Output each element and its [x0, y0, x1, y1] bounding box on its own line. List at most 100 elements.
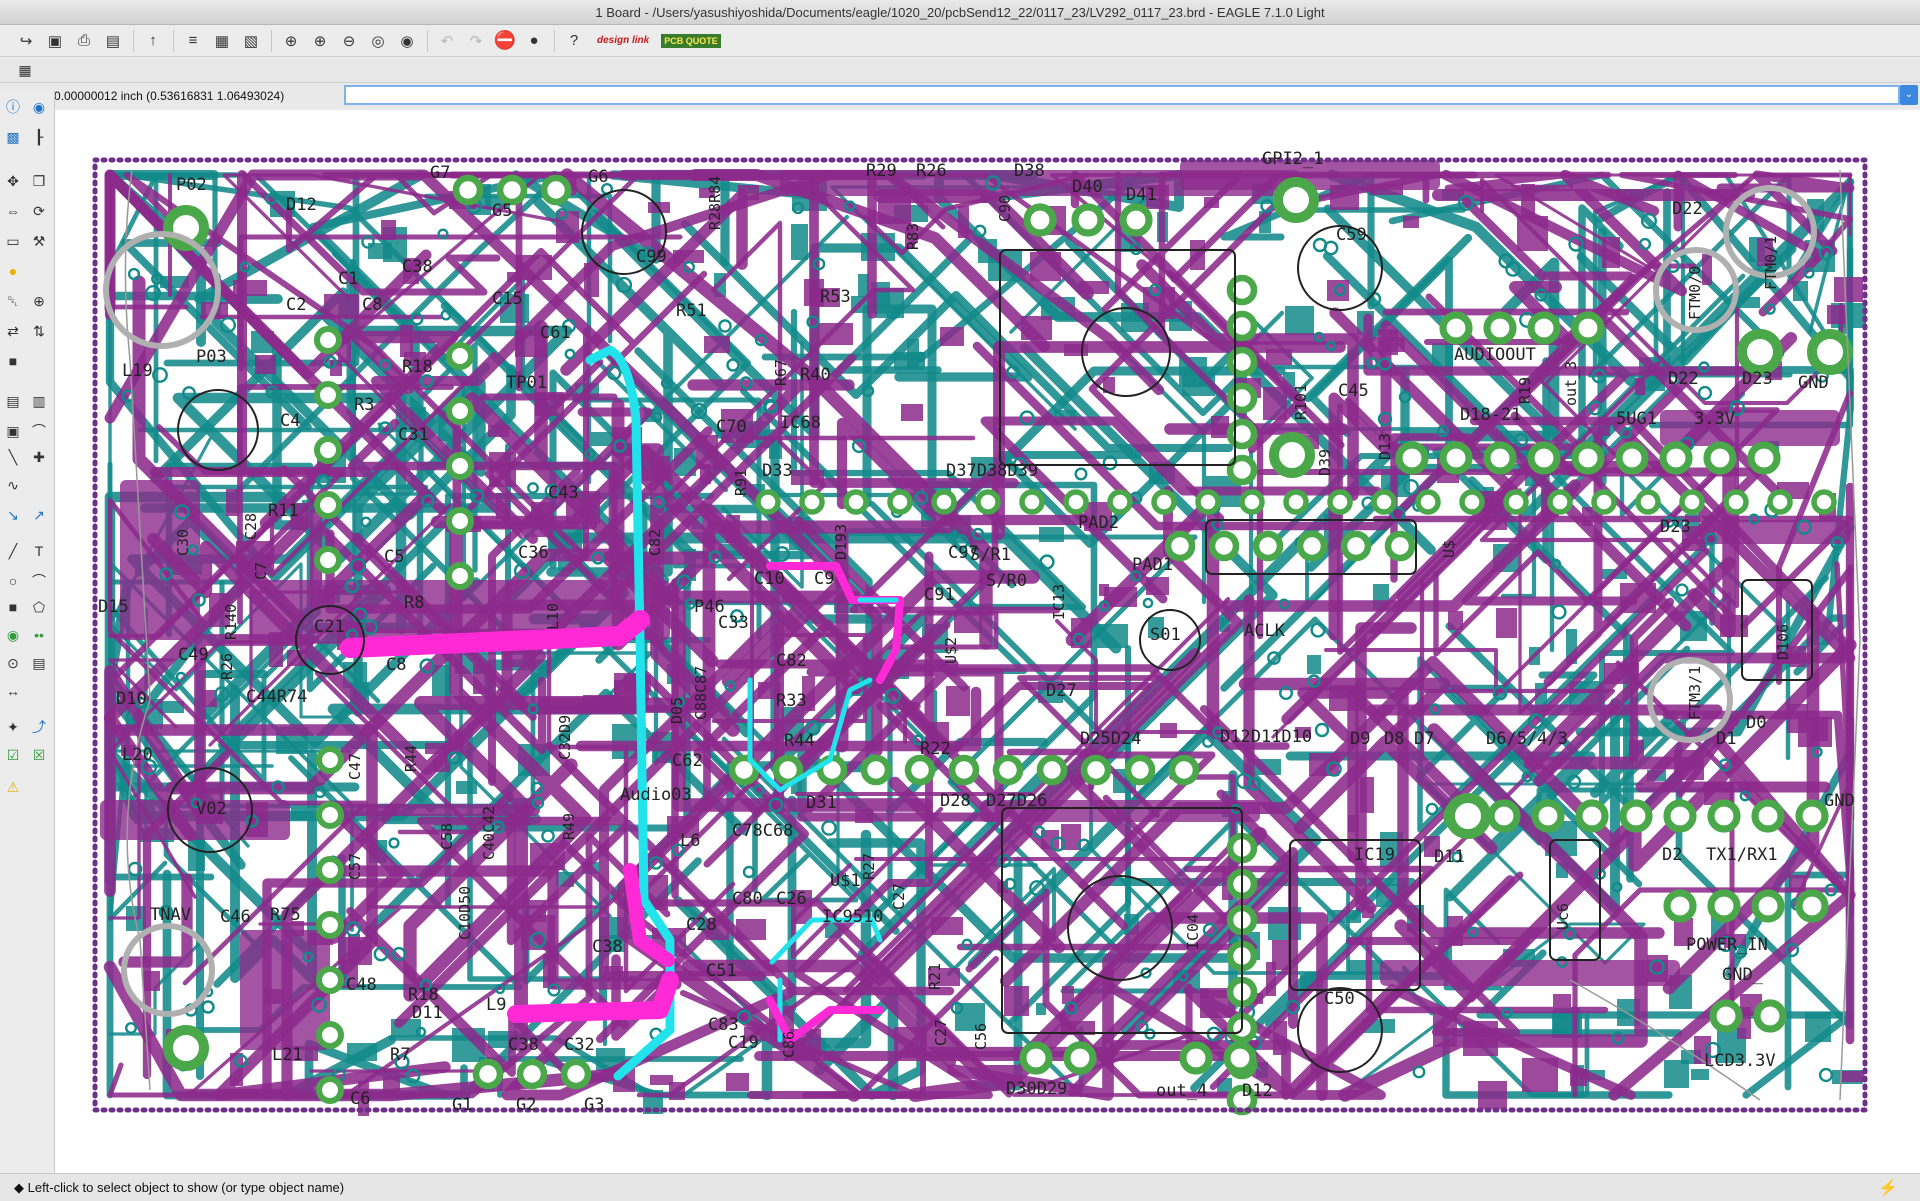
undo-icon[interactable]: ↶: [440, 32, 454, 50]
via: [1824, 883, 1838, 897]
go-icon[interactable]: ●: [529, 32, 539, 49]
mark-icon[interactable]: ┠: [34, 128, 44, 145]
save-icon[interactable]: ▣: [47, 32, 63, 50]
layers-icon[interactable]: ≡: [188, 32, 198, 49]
pad: [315, 855, 345, 885]
pad: [1023, 203, 1057, 237]
paste-icon[interactable]: ●: [8, 263, 18, 279]
top-smd-pad: [400, 325, 413, 357]
silk-label: L9: [486, 995, 506, 1015]
silk-label-vertical: R101: [1292, 384, 1310, 420]
print-icon[interactable]: ⎙: [77, 32, 90, 49]
silk-label-vertical: D05: [668, 697, 686, 724]
zoom-fit-icon[interactable]: ⊕: [284, 32, 298, 50]
header-pad: [1659, 441, 1693, 475]
pad: [313, 490, 343, 520]
via: [844, 200, 856, 212]
command-input[interactable]: [344, 85, 1900, 105]
lock-icon[interactable]: ■: [8, 353, 18, 369]
top-smd-pad: [928, 968, 960, 986]
command-history-dropdown[interactable]: ⌄: [1900, 85, 1918, 105]
move-icon[interactable]: ✥: [7, 172, 19, 189]
top-trace: [1676, 566, 1854, 798]
display-icon[interactable]: ▩: [6, 128, 20, 145]
ratsnest-icon[interactable]: ✦: [7, 718, 19, 735]
info-icon[interactable]: ⓘ: [6, 99, 20, 115]
zoom-select-icon[interactable]: ◉: [400, 32, 414, 50]
ulp-icon[interactable]: ↑: [149, 32, 157, 49]
help-icon[interactable]: ?: [569, 32, 579, 49]
polygon-icon[interactable]: ⬠: [32, 598, 46, 615]
zoom-redraw-icon[interactable]: ◎: [371, 32, 385, 50]
open-icon[interactable]: ↪: [19, 32, 33, 50]
silk-label: C33: [718, 613, 749, 633]
dimension-icon[interactable]: ↔: [6, 683, 20, 699]
split-icon[interactable]: ▣: [6, 422, 20, 439]
top-smd-pad: [1620, 583, 1656, 613]
via: [373, 946, 389, 962]
miter-icon[interactable]: ⌒: [32, 423, 46, 439]
stop-icon[interactable]: ⛔: [493, 30, 517, 50]
grid-icon[interactable]: ▦: [18, 61, 32, 78]
bottom-smd-pad: [1036, 1003, 1046, 1015]
via: [1803, 267, 1815, 279]
script-icon[interactable]: ▦: [214, 32, 230, 50]
rotate-icon[interactable]: ⟳: [33, 202, 45, 219]
header-pad: [1226, 454, 1258, 486]
silk-label: R3: [354, 395, 374, 415]
smash-icon[interactable]: ✚: [33, 448, 45, 465]
silk-label: R22: [920, 739, 951, 759]
rect-icon[interactable]: ■: [8, 599, 18, 615]
replace-icon[interactable]: ⇄: [7, 322, 19, 339]
highlighted-signals: [340, 345, 904, 1081]
text-icon[interactable]: T: [34, 543, 44, 559]
zoom-out-icon[interactable]: ⊖: [342, 32, 356, 50]
change-icon[interactable]: ⚒: [32, 232, 46, 249]
erc-icon[interactable]: ☑: [6, 746, 20, 763]
delete-icon[interactable]: ␡: [7, 292, 19, 309]
top-smd-pad: [802, 676, 815, 711]
mirror-icon[interactable]: ⇔: [6, 203, 20, 219]
drc-icon[interactable]: ☒: [32, 746, 46, 763]
silk-label-vertical: R27: [860, 853, 878, 880]
cam-icon[interactable]: ▤: [105, 32, 121, 50]
arc-icon[interactable]: ⌒: [32, 573, 46, 589]
designlink-logo[interactable]: design link: [597, 34, 650, 46]
pinswap-icon[interactable]: ⇅: [33, 322, 45, 339]
route-icon[interactable]: ↘: [7, 506, 19, 523]
wire-icon[interactable]: ╱: [8, 542, 18, 559]
copy-icon[interactable]: ❐: [32, 172, 46, 189]
zoom-in-icon[interactable]: ⊕: [313, 32, 327, 50]
top-trace: [1608, 728, 1856, 1101]
top-smd-pad: [1146, 577, 1169, 595]
circle-icon[interactable]: ○: [8, 573, 18, 589]
via-icon[interactable]: ◉: [6, 626, 20, 643]
group-icon[interactable]: ▭: [6, 232, 20, 249]
ripup-icon[interactable]: ↗: [33, 506, 45, 523]
show-icon[interactable]: ◉: [32, 98, 46, 115]
value-icon[interactable]: ▥: [32, 392, 46, 409]
top-trace: [1185, 547, 1710, 1072]
silk-label: C8: [362, 295, 382, 315]
header-pad: [799, 489, 825, 515]
errors-icon[interactable]: ⚠: [6, 778, 20, 795]
name-icon[interactable]: ▤: [6, 392, 20, 409]
redo-icon[interactable]: ↷: [469, 32, 483, 50]
silk-label: C78C68: [732, 821, 793, 841]
run-icon[interactable]: ▧: [243, 32, 259, 50]
signal-icon[interactable]: ••: [34, 627, 44, 643]
component-outline: [295, 605, 365, 675]
pcbquote-logo[interactable]: PCB QUOTE: [661, 33, 721, 48]
autorouter-icon[interactable]: ⤴: [32, 719, 46, 735]
top-smd-pad: [1204, 197, 1219, 208]
add-icon[interactable]: ⊕: [33, 292, 45, 309]
optimize-icon[interactable]: ╲: [8, 448, 18, 465]
meander-icon[interactable]: ∿: [7, 476, 19, 493]
top-smd-pad: [209, 593, 230, 627]
attribute-icon[interactable]: ▤: [32, 654, 46, 671]
hole-icon[interactable]: ⊙: [7, 654, 19, 671]
selected-signal: [747, 597, 899, 793]
top-smd-pad: [1079, 281, 1109, 294]
